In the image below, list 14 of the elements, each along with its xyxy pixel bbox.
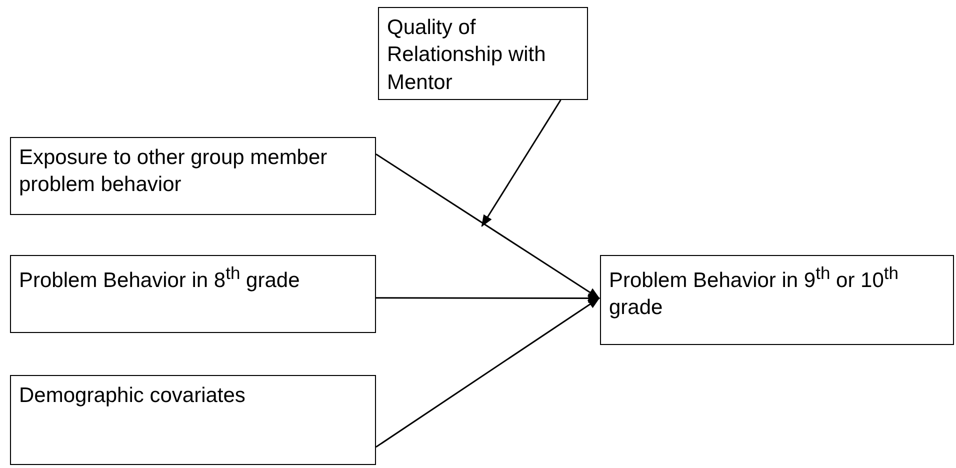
text-box (10, 137, 376, 215)
box-text: Problem Behavior in 8$^{th}$ grade (19, 262, 301, 294)
text-box (378, 7, 588, 100)
box-text: Problem Behavior in 9$^{th}$ or 10$^{th}$ grade (609, 262, 900, 322)
arrow (376, 154, 600, 299)
text-box (10, 255, 376, 333)
text-box (10, 375, 376, 465)
text-box (600, 255, 954, 345)
box-text: Demographic covariates (19, 383, 246, 409)
arrow (481, 100, 562, 228)
box-text: Quality of Relationship with Mentor (387, 15, 547, 96)
arrow (376, 298, 600, 448)
arrow (376, 293, 600, 303)
box-text: Exposure to other group member problem behavior (19, 145, 328, 198)
